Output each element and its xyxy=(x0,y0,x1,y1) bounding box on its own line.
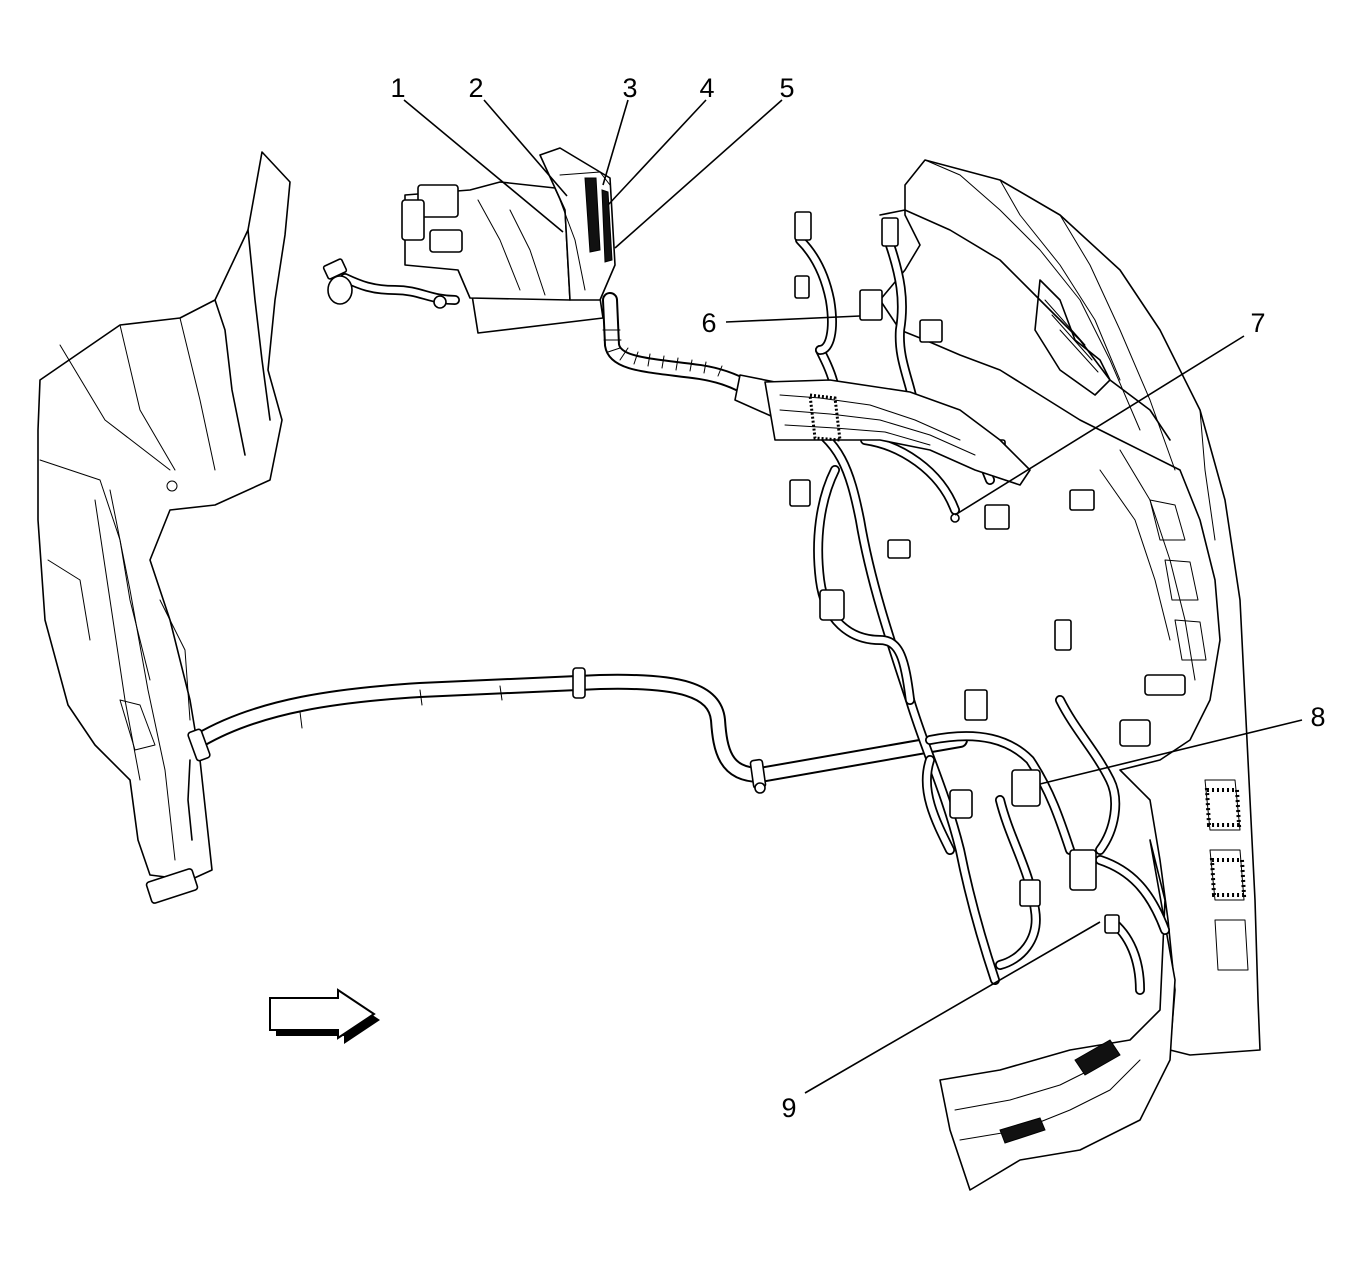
callout-2: 2 xyxy=(468,73,483,103)
callout-3: 3 xyxy=(622,73,637,103)
fuse-block-assembly xyxy=(322,147,616,334)
callout-leaders xyxy=(403,99,1303,1094)
callout-6: 6 xyxy=(701,308,716,338)
long-harness-left xyxy=(187,667,968,841)
front-bumper-fascia xyxy=(879,159,1261,1191)
callout-8: 8 xyxy=(1310,702,1325,732)
bumper-harness xyxy=(754,211,1186,995)
callout-5: 5 xyxy=(779,73,794,103)
forward-direction-arrow xyxy=(269,988,380,1044)
callout-7: 7 xyxy=(1250,308,1265,338)
callout-4: 4 xyxy=(699,73,714,103)
left-fender-panel xyxy=(37,151,291,904)
callout-labels: 1 2 3 4 5 6 7 8 9 xyxy=(390,73,1325,1123)
callout-1: 1 xyxy=(390,73,405,103)
callout-9: 9 xyxy=(781,1093,796,1123)
